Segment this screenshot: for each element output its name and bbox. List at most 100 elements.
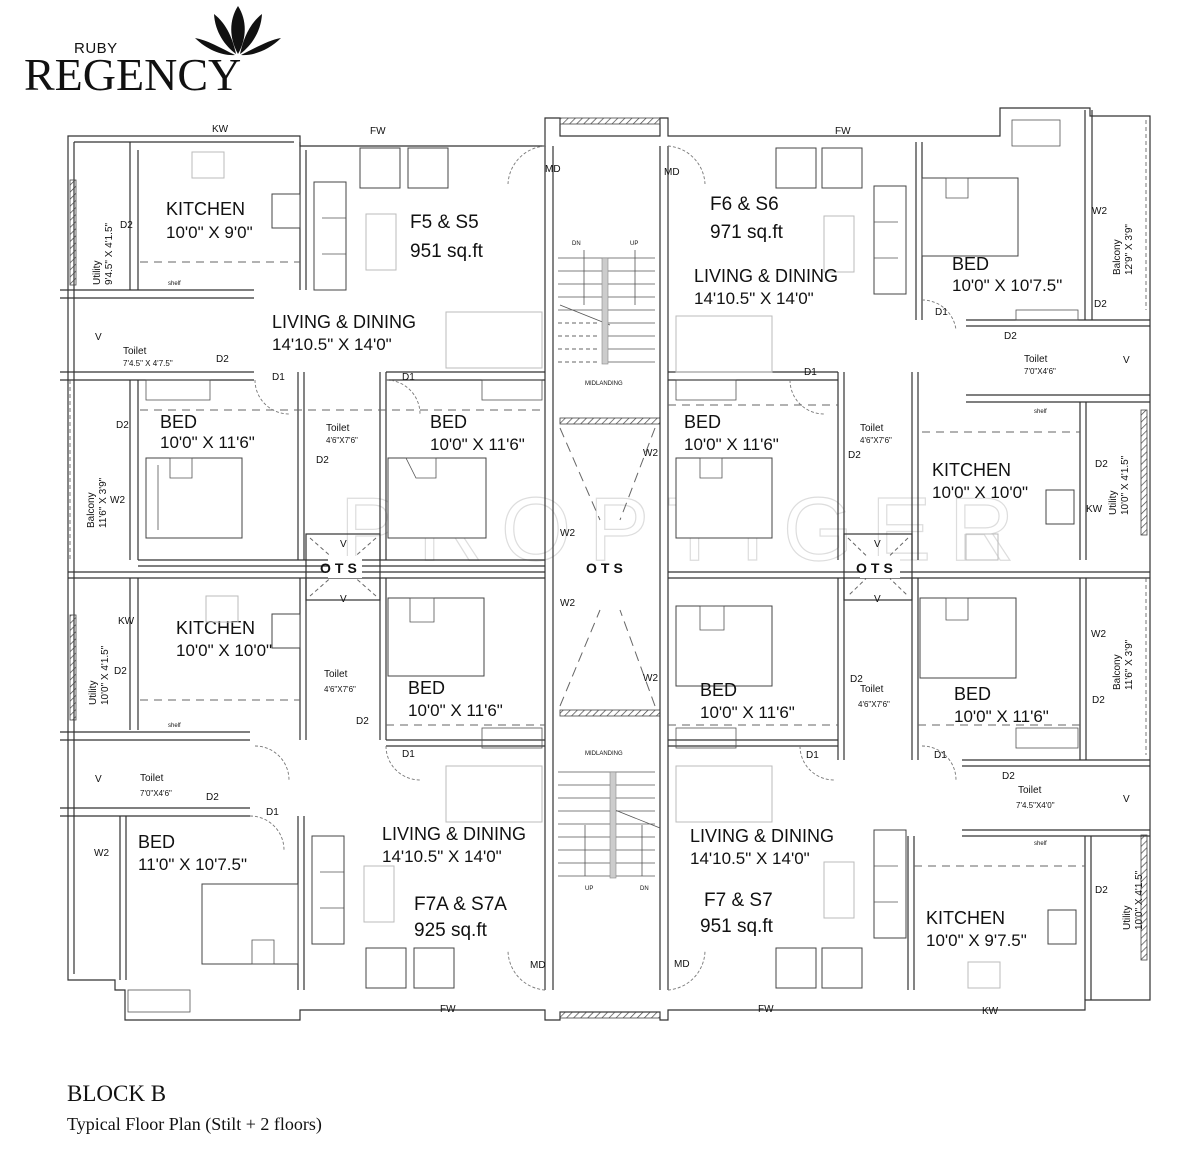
brand-logo: RUBY REGENCY [24, 4, 281, 98]
door-code: D1 [272, 372, 285, 383]
shelf-label: shelf [1034, 841, 1047, 847]
midlanding-label-top: MIDLANDING [585, 381, 623, 387]
ots-label-right: OTS [856, 560, 897, 576]
vent-code: V [95, 774, 102, 785]
vent-label: V [340, 539, 347, 550]
vent-label: V [874, 594, 881, 605]
window-code: KW [118, 616, 135, 627]
door-code: D1 [934, 750, 947, 761]
window-code: W2 [643, 448, 658, 459]
room-dim: 14'10.5" X 14'0" [690, 849, 810, 868]
ots-label-left: OTS [320, 560, 361, 576]
room-name: Toilet [140, 773, 164, 784]
room-dim: 10'0" X 11'6" [954, 707, 1049, 726]
stair-dn-label: DN [572, 241, 581, 247]
brand-small: RUBY [74, 40, 118, 57]
door-code: D1 [804, 367, 817, 378]
door-code: D2 [850, 674, 863, 685]
stair-up-label: UP [630, 241, 638, 247]
door-code: D1 [806, 750, 819, 761]
door-code: D2 [1004, 331, 1017, 342]
room-name: Utility [92, 261, 103, 285]
block-subtitle: Typical Floor Plan (Stilt + 2 floors) [67, 1114, 322, 1134]
room-dim: 10'0" X 11'6" [684, 435, 779, 454]
door-code: MD [674, 959, 690, 970]
unit-f6-name: F6 & S6 [710, 194, 779, 215]
room-name: Toilet [123, 346, 147, 357]
room-name: LIVING & DINING [382, 824, 526, 844]
room-name: Toilet [326, 423, 350, 434]
window-code: W2 [1092, 206, 1107, 217]
door-code: D2 [206, 792, 219, 803]
stair-up-label-lower: UP [585, 886, 593, 892]
ots-label-center: OTS [586, 560, 627, 576]
room-dim: 10'0" X 4'1.5" [1120, 455, 1131, 515]
window-code: W2 [560, 598, 575, 609]
room-name: Balcony [1112, 654, 1123, 690]
wardrobes [127, 119, 1079, 1013]
room-labels: KITCHEN 10'0" X 9'0" LIVING & DINING 14'… [86, 199, 1145, 950]
room-name: LIVING & DINING [272, 312, 416, 332]
shelf-label: shelf [168, 281, 181, 287]
room-name: BED [138, 832, 175, 852]
window-code: FW [440, 1004, 456, 1015]
unit-f5-area: 951 sq.ft [410, 241, 484, 262]
door-code: D2 [116, 420, 129, 431]
door-code: MD [530, 960, 546, 971]
room-name: Balcony [1112, 239, 1123, 275]
room-name: BED [954, 684, 991, 704]
door-code: D2 [356, 716, 369, 727]
room-dim: 7'4.5"X4'0" [1016, 801, 1055, 810]
unit-f6-area: 971 sq.ft [710, 222, 784, 243]
living-furniture [311, 147, 907, 989]
window-code: W2 [94, 848, 109, 859]
room-dim: 10'0" X 9'7.5" [926, 931, 1027, 950]
room-dim: 4'6"X7'6" [860, 436, 892, 445]
room-name: KITCHEN [176, 618, 255, 638]
room-dim: 10'0" X 10'0" [932, 483, 1028, 502]
door-code: D2 [120, 220, 133, 231]
door-code: D2 [316, 455, 329, 466]
window-code: W2 [643, 673, 658, 684]
door-code: MD [664, 167, 680, 178]
room-dim: 9'4.5" X 4'1.5" [104, 222, 115, 285]
midlanding-label-bottom: MIDLANDING [585, 751, 623, 757]
stair-dn-label-lower: DN [640, 886, 649, 892]
room-name: BED [430, 412, 467, 432]
room-name: KITCHEN [166, 199, 245, 219]
block-title: BLOCK B [67, 1081, 167, 1106]
room-dim: 12'9" X 3'9" [1124, 224, 1135, 275]
room-name: KITCHEN [926, 908, 1005, 928]
window-code: KW [212, 124, 229, 135]
lotus-icon [195, 6, 281, 56]
room-dim: 10'0" X 11'6" [700, 703, 795, 722]
window-code: KW [1086, 504, 1103, 515]
room-dim: 4'6"X7'6" [324, 685, 356, 694]
vent-label: V [340, 594, 347, 605]
unit-f5-name: F5 & S5 [410, 212, 479, 233]
window-code: W2 [1091, 629, 1106, 640]
door-code: D1 [402, 749, 415, 760]
room-dim: 10'0" X 9'0" [166, 223, 253, 242]
unit-f7-name: F7 & S7 [704, 890, 773, 911]
door-code: D2 [1092, 695, 1105, 706]
unit-labels: F5 & S5 951 sq.ft F6 & S6 971 sq.ft F7A … [410, 194, 784, 941]
room-dim: 10'0" X 4'1.5" [1134, 870, 1145, 930]
room-dim: 14'10.5" X 14'0" [694, 289, 814, 308]
door-code: D1 [935, 307, 948, 318]
opening-codes: KW FW FW FW FW KW KW KW MD MD MD MD D1 D… [94, 124, 1130, 1017]
room-dim: 4'6"X7'6" [858, 700, 890, 709]
room-name: BED [700, 680, 737, 700]
room-name: KITCHEN [932, 460, 1011, 480]
room-dim: 10'0" X 11'6" [430, 435, 525, 454]
door-code: D1 [266, 807, 279, 818]
room-name: LIVING & DINING [694, 266, 838, 286]
shelf-label: shelf [1034, 409, 1047, 415]
shelf-label: shelf [168, 723, 181, 729]
door-code: D2 [1002, 771, 1015, 782]
room-dim: 14'10.5" X 14'0" [272, 335, 392, 354]
room-dim: 10'0" X 10'7.5" [952, 276, 1062, 295]
room-name: BED [408, 678, 445, 698]
vent-code: V [95, 332, 102, 343]
